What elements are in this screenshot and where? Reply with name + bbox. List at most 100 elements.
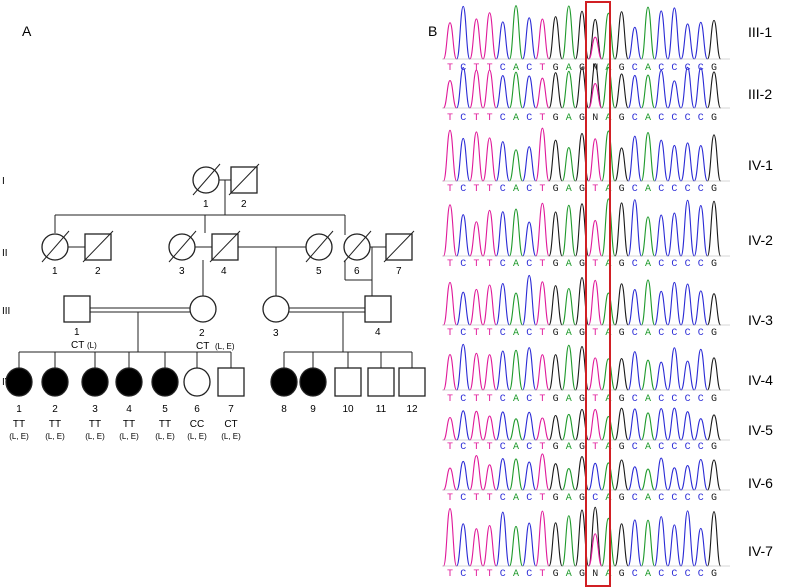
base-call: T xyxy=(473,442,479,453)
base-call: G xyxy=(711,569,717,580)
trace-peak xyxy=(640,468,656,491)
trace-peak xyxy=(442,281,458,326)
base-call: G xyxy=(619,569,625,580)
ind-iv-11: 11 xyxy=(367,367,395,415)
trace-peak xyxy=(693,67,708,109)
ind-iv-7-number: 7 xyxy=(228,404,234,415)
ind-iv-3-genotype: TT xyxy=(89,419,101,430)
trace-peak xyxy=(680,23,695,60)
trace-peak xyxy=(508,149,524,182)
ind-iv-7: 7CT (L, E) xyxy=(217,367,245,441)
trace-peak xyxy=(627,351,642,391)
base-call: G xyxy=(579,442,585,453)
base-call: C xyxy=(685,63,691,74)
base-call: C xyxy=(526,184,532,195)
base-call: A xyxy=(513,184,519,195)
base-call: A xyxy=(605,184,611,195)
trace-peak xyxy=(706,459,722,491)
base-call: T xyxy=(447,394,453,405)
trace-peak xyxy=(654,516,669,567)
base-call: C xyxy=(500,184,506,195)
ind-iv-12-number: 12 xyxy=(406,404,418,415)
base-call: C xyxy=(671,259,677,270)
ind-iv-7-genotype: CT xyxy=(224,419,237,430)
base-call: G xyxy=(553,259,559,270)
trace-peak xyxy=(680,411,695,441)
trace-peak xyxy=(548,522,563,567)
base-call: T xyxy=(473,63,479,74)
base-call: T xyxy=(539,394,545,405)
base-call: A xyxy=(566,569,572,580)
base-call: N xyxy=(592,63,598,74)
base-call: G xyxy=(711,328,717,339)
base-call: A xyxy=(513,113,519,124)
base-call: C xyxy=(698,442,704,453)
trace-peak xyxy=(680,360,695,391)
base-call: C xyxy=(526,442,532,453)
trace-peak xyxy=(482,69,497,109)
base-call: T xyxy=(487,442,493,453)
ind-iv-6-genotype: CC xyxy=(190,419,204,430)
trace-peak xyxy=(588,219,603,257)
ind-iii-1: 1 CT (L) xyxy=(63,295,97,351)
ind-iii-1-genotype: CT xyxy=(71,340,84,351)
trace-peak xyxy=(522,17,537,60)
ind-iv-7-tissue: (L, E) xyxy=(221,432,241,441)
sample-label-iii-1: III-1 xyxy=(748,24,772,40)
base-call: A xyxy=(605,394,611,405)
trace-peak xyxy=(693,458,708,491)
trace-peak xyxy=(548,72,563,109)
base-call: C xyxy=(460,442,466,453)
trace-peak xyxy=(601,12,616,60)
base-call: C xyxy=(671,569,677,580)
base-call: T xyxy=(487,569,493,580)
base-call: C xyxy=(526,113,532,124)
base-call: A xyxy=(605,259,611,270)
base-call: C xyxy=(685,394,691,405)
trace-peak xyxy=(693,290,708,326)
base-call: G xyxy=(553,184,559,195)
base-call: G xyxy=(711,259,717,270)
ind-iv-12: 12 xyxy=(398,367,426,415)
trace-peak xyxy=(535,127,550,182)
base-call: A xyxy=(645,63,651,74)
trace-peak xyxy=(680,142,695,182)
trace-peak xyxy=(627,289,642,326)
trace-peak xyxy=(508,292,524,326)
trace-peak xyxy=(561,515,576,567)
trace-peak xyxy=(627,466,642,491)
trace-peak xyxy=(456,5,471,60)
base-call: A xyxy=(513,442,519,453)
base-call: C xyxy=(685,113,691,124)
trace-peak xyxy=(442,354,458,391)
ind-ii-3-number: 3 xyxy=(179,266,185,277)
trace-peak xyxy=(601,358,616,391)
trace-peak xyxy=(548,463,563,491)
base-call: C xyxy=(698,184,704,195)
ind-iv-3-number: 3 xyxy=(92,404,98,415)
base-call: C xyxy=(460,63,466,74)
base-call: T xyxy=(473,184,479,195)
base-call: G xyxy=(553,442,559,453)
base-call: G xyxy=(619,493,625,504)
trace-peak xyxy=(522,75,537,109)
base-call: C xyxy=(658,394,664,405)
generation-label-ii: II xyxy=(2,248,8,259)
base-call: T xyxy=(487,394,493,405)
ind-iv-10-number: 10 xyxy=(342,404,354,415)
trace-peak xyxy=(469,455,484,491)
trace-peak xyxy=(442,204,458,257)
trace-peak xyxy=(469,528,484,567)
ind-ii-7-number: 7 xyxy=(396,266,402,277)
trace-peak xyxy=(548,285,563,326)
trace-peak xyxy=(482,284,497,326)
base-call: C xyxy=(671,493,677,504)
trace-peak xyxy=(680,283,695,326)
base-call: T xyxy=(473,113,479,124)
trace-peak xyxy=(495,511,510,567)
